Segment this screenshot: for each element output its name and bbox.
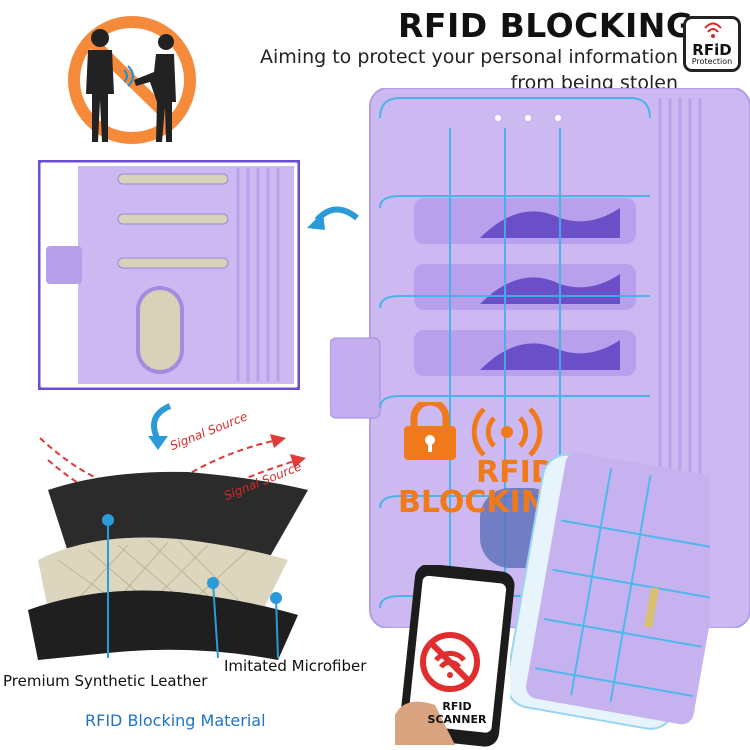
card-slot-closeup [38, 160, 300, 390]
wireless-signal-icon [471, 407, 543, 457]
premium-leather-label: Premium Synthetic Leather [3, 672, 208, 690]
phone-text-line-1: RFID [442, 700, 472, 713]
no-signal-icon [420, 632, 480, 692]
no-theft-icon [68, 16, 196, 144]
rfid-blocking-material-label: RFID Blocking Material [85, 711, 266, 730]
rfid-protection-icon [704, 22, 722, 38]
microfiber-label: Imitated Microfiber [224, 657, 367, 675]
rfid-badge-sublabel: Protection [691, 57, 733, 66]
phone-text-line-2: SCANNER [427, 713, 487, 726]
curved-arrow-icon [307, 206, 359, 230]
padlock-icon [404, 402, 456, 460]
material-layers-diagram [28, 434, 308, 660]
closed-wallet-photo [510, 452, 710, 730]
rfid-badge-label: RFiD [692, 41, 732, 59]
phone-screen-text: RFID SCANNER [427, 700, 487, 726]
subtitle-line-1: Aiming to protect your personal informat… [260, 46, 678, 68]
down-arrow-icon [148, 403, 172, 450]
rfid-protection-badge: RFiD Protection [683, 16, 741, 72]
page-title: RFID BLOCKING [398, 6, 694, 45]
